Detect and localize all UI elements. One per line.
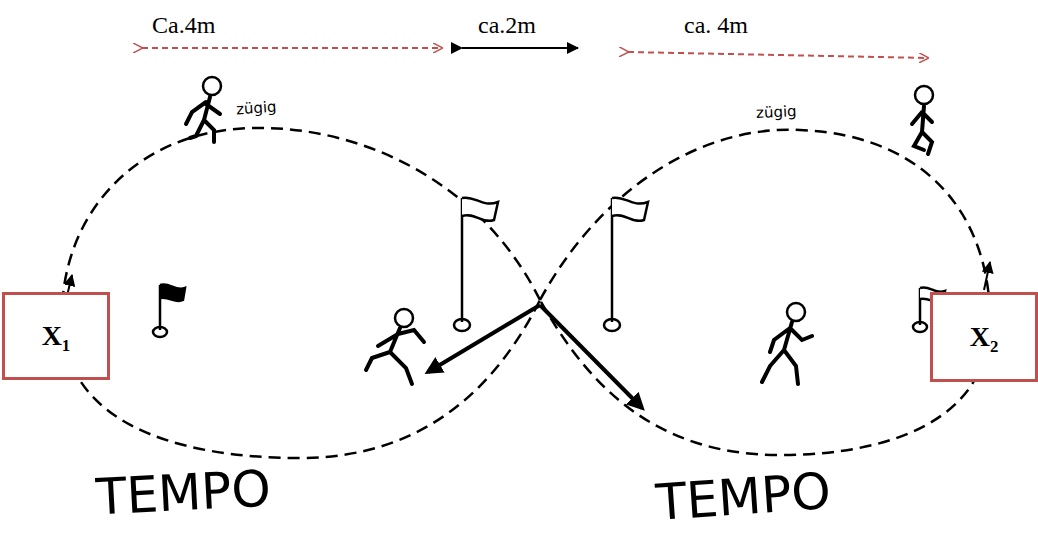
- start-marker-box: X₂: [930, 292, 1038, 382]
- speed-note: zügig: [756, 103, 797, 122]
- dimension-label: Ca.4m: [152, 12, 215, 38]
- dimension-arrows: [142, 48, 928, 58]
- marker-label: X₂: [970, 321, 999, 353]
- tempo-label: TEMPO: [95, 461, 272, 525]
- marker-label: X₁: [42, 320, 71, 352]
- flag-markers: [153, 198, 945, 337]
- runner-figures: [186, 77, 933, 384]
- dimension-label: ca. 4m: [684, 12, 748, 38]
- figure-eight-path: [62, 128, 990, 458]
- speed-note: zügig: [235, 99, 277, 118]
- start-marker-box: X₁: [2, 292, 110, 380]
- dimension-label: ca.2m: [478, 12, 536, 38]
- tempo-label: TEMPO: [654, 464, 832, 531]
